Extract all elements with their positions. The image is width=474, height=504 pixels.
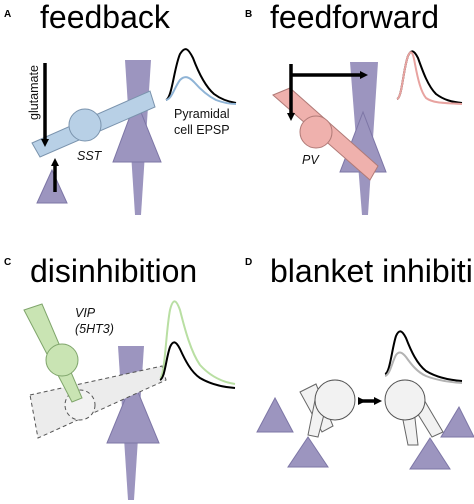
panel-a: A feedback SST glutamate Pyramidal cell … xyxy=(4,0,237,215)
panel-b-letter: B xyxy=(245,9,252,20)
vip-label-line1: VIP xyxy=(75,306,96,320)
epsp-trace-control-c xyxy=(159,341,236,389)
glutamate-label: glutamate xyxy=(27,65,41,120)
pv-label: PV xyxy=(302,153,320,167)
panel-a-title: feedback xyxy=(40,0,171,35)
pyramidal-cell xyxy=(112,98,162,163)
panel-c: C disinhibition VIP (5HT3) xyxy=(4,253,236,500)
epsp-trace-blanket xyxy=(384,351,463,384)
epsp-trace-pv xyxy=(396,51,463,105)
sst-soma xyxy=(68,108,102,142)
panel-d-title: blanket inhibition xyxy=(270,253,474,289)
vip-label-line2: (5HT3) xyxy=(75,322,114,336)
vip-soma xyxy=(45,343,79,377)
presynaptic-pyramidal xyxy=(36,168,68,204)
panel-b-title: feedforward xyxy=(270,0,439,35)
panel-d-letter: D xyxy=(245,257,252,268)
epsp-trace-vip xyxy=(159,300,236,385)
panel-c-title: disinhibition xyxy=(30,253,197,289)
panel-b: B feedforward PV xyxy=(245,0,463,215)
pyramidal-cell-d4 xyxy=(440,405,474,438)
pyramidal-cell-d3 xyxy=(409,437,451,470)
epsp-trace-sst xyxy=(165,76,237,105)
pyramidal-cell-c xyxy=(106,378,160,444)
interneuron-left-soma xyxy=(314,379,356,421)
panel-a-letter: A xyxy=(4,9,11,20)
inhibited-interneuron-process xyxy=(29,365,167,439)
pyramidal-cell-d1 xyxy=(256,396,294,433)
epsp-label-line1: Pyramidal xyxy=(174,107,230,121)
panel-d: D blanket inhibition xyxy=(245,253,474,470)
epsp-trace-control-d xyxy=(384,330,463,382)
epsp-trace-control xyxy=(165,48,237,104)
sst-label: SST xyxy=(77,149,103,163)
pyramidal-cell-d2 xyxy=(287,436,329,468)
pv-soma xyxy=(299,115,333,149)
epsp-label-line2: cell EPSP xyxy=(174,123,230,137)
panel-c-letter: C xyxy=(4,257,11,268)
interneuron-right-soma xyxy=(384,379,426,421)
